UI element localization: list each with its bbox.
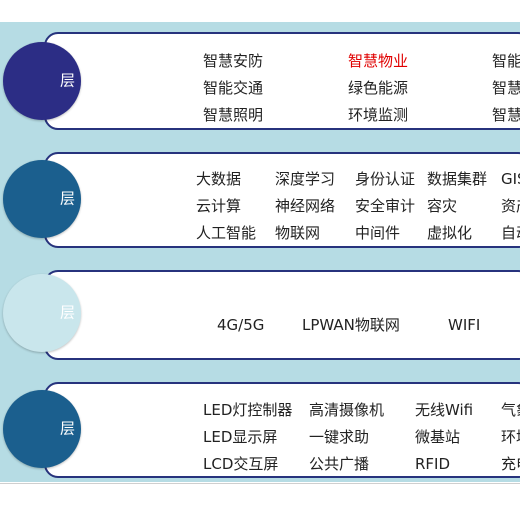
layer-row-2: 层 大数据 深度学习 身份认证 数据集群 GIS 云计算 神经网络 安全审计 容… [3, 152, 520, 248]
layer-item: LPWAN物联网 [302, 316, 400, 334]
layer-item: 高清摄像机 [309, 401, 385, 419]
layer-item: 智能 [492, 52, 520, 70]
layer-badge-label: 层 [59, 189, 75, 208]
layer-item: 环境 [501, 428, 520, 446]
layer-item: 绿色能源 [348, 79, 409, 97]
layer-item: 大数据 [196, 170, 242, 188]
layer-item: 中间件 [355, 224, 401, 242]
layer-item: 智能交通 [203, 79, 264, 97]
layer-item: 智慧照明 [203, 106, 264, 124]
layer-item: 充电 [501, 455, 520, 473]
layer-item: 微基站 [415, 428, 461, 446]
architecture-diagram: 层 智慧安防 智慧物业 智能 智能交通 绿色能源 智慧 智慧照明 环境监测 智慧… [0, 22, 520, 482]
layer-badge-label: 层 [59, 419, 75, 438]
layer-row-1: 层 智慧安防 智慧物业 智能 智能交通 绿色能源 智慧 智慧照明 环境监测 智慧 [3, 32, 520, 130]
layer-item: 气象 [501, 401, 520, 419]
layer-item: LCD交互屏 [203, 455, 279, 473]
layer-item: 自动 [501, 224, 520, 242]
layer-item: 公共广播 [309, 455, 370, 473]
layer-row-4: 层 LED灯控制器 高清摄像机 无线Wifi 气象 LED显示屏 一键求助 微基… [3, 382, 520, 478]
layer-item: 一键求助 [309, 428, 370, 446]
layer-item: 身份认证 [355, 170, 416, 188]
layer-item: 虚拟化 [427, 224, 473, 242]
layer-row-3: 层 4G/5G LPWAN物联网 WIFI [3, 270, 520, 360]
layer-item: 智慧安防 [203, 52, 264, 70]
layer-item: 深度学习 [275, 170, 336, 188]
layer-item: 环境监测 [348, 106, 409, 124]
layer-badge-2: 层 [3, 160, 81, 238]
layer-item-highlighted: 智慧物业 [348, 52, 409, 70]
layer-item: GIS [501, 170, 520, 188]
layer-item: 资产 [501, 197, 520, 215]
layer-item: LED灯控制器 [203, 401, 293, 419]
layer-item: 智慧 [492, 106, 520, 124]
bottom-divider [0, 483, 520, 484]
layer-item: 安全审计 [355, 197, 416, 215]
layer-badge-label: 层 [59, 71, 75, 90]
layer-item: 数据集群 [427, 170, 488, 188]
layer-badge-1: 层 [3, 42, 81, 120]
layer-item: 人工智能 [196, 224, 257, 242]
layer-item: 神经网络 [275, 197, 336, 215]
layer-item: 容灾 [427, 197, 458, 215]
layer-item: 4G/5G [217, 316, 265, 334]
layer-badge-4: 层 [3, 390, 81, 468]
layer-item: WIFI [448, 316, 481, 334]
layer-item: 云计算 [196, 197, 242, 215]
layer-item: RFID [415, 455, 451, 473]
layer-badge-label: 层 [59, 303, 75, 322]
layer-item: 无线Wifi [415, 401, 474, 419]
layer-item: LED显示屏 [203, 428, 278, 446]
layer-badge-3: 层 [3, 274, 81, 352]
layer-item: 智慧 [492, 79, 520, 97]
layer-item: 物联网 [275, 224, 321, 242]
